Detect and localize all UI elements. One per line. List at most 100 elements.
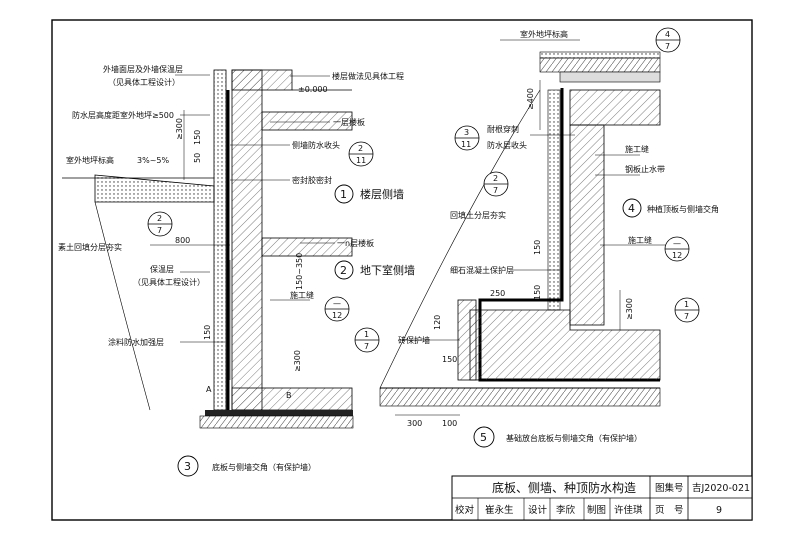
label-waterproof-height: 防水层高度距室外地坪≥500 xyxy=(72,110,174,120)
detail-1-marker: 1 楼层侧墙 xyxy=(334,184,404,204)
svg-text:7: 7 xyxy=(157,226,162,235)
label-coating: 涂料防水加强层 xyxy=(108,337,164,347)
label-protective-note: （见具体工程设计） xyxy=(133,277,205,287)
detail-ref-1-7-left: 1 7 xyxy=(354,327,380,353)
detail-ref-3-11: 3 11 xyxy=(454,125,480,151)
title-block-page-number: 9 xyxy=(716,505,722,516)
svg-text:7: 7 xyxy=(493,186,498,195)
label-protective-layer: 保温层 xyxy=(150,264,174,274)
detail-ref-2-7-left: 2 7 xyxy=(147,211,173,237)
title-block-review-name: 崔永生 xyxy=(485,504,514,516)
svg-text:7: 7 xyxy=(684,312,689,321)
svg-text:4: 4 xyxy=(628,202,635,215)
label-first-floor: 一层楼板 xyxy=(333,117,365,127)
title-block-atlas-label: 图集号 xyxy=(655,482,684,494)
dim-100-bottom: 100 xyxy=(442,419,457,428)
label-facade-note: （见具体工程设计） xyxy=(108,77,180,87)
label-d4-steel-stop: 钢板止水带 xyxy=(625,164,665,174)
label-facade-layer: 外墙面层及外墙保温层 xyxy=(103,64,183,74)
svg-text:11: 11 xyxy=(356,156,366,165)
dim-300-right: ≥300 xyxy=(625,298,634,320)
detail-ref-4-7: 4 7 xyxy=(655,27,681,53)
dim-300-left-lower: ≥300 xyxy=(293,350,302,372)
label-d4-end-cap: 防水层收头 xyxy=(487,140,527,150)
svg-text:5: 5 xyxy=(480,431,487,444)
svg-text:—: — xyxy=(333,299,341,308)
svg-text:2: 2 xyxy=(340,264,347,277)
dim-300-bottom: 300 xyxy=(407,419,422,428)
label-d4-construction-joint: 施工缝 xyxy=(625,144,649,154)
label-floor-layer: 楼层做法见具体工程 xyxy=(332,71,404,81)
dim-250: 250 xyxy=(490,289,505,298)
dim-120: 120 xyxy=(433,315,442,330)
dim-b: B xyxy=(286,391,292,400)
dim-150-right-base: 150 xyxy=(442,355,457,364)
title-block-title: 底板、侧墙、种顶防水构造 xyxy=(492,480,636,495)
svg-text:1: 1 xyxy=(684,300,689,309)
dim-150-right-lower: 150 xyxy=(533,285,542,300)
detail-4-marker: 4 种植顶板与侧墙交角 xyxy=(622,198,719,218)
svg-text:7: 7 xyxy=(665,42,670,51)
title-block-atlas-number: 吉J2020-021 xyxy=(692,483,750,494)
label-d4-root-resistant: 耐根穿刺 xyxy=(487,124,519,134)
detail-ref-2-7-right: 2 7 xyxy=(483,171,509,197)
detail-4-caption: 种植顶板与侧墙交角 xyxy=(647,204,719,214)
dim-800: 800 xyxy=(175,236,190,245)
label-side-wall-end: 侧墙防水收头 xyxy=(292,140,340,150)
detail-3-caption: 底板与侧墙交角（有保护墙） xyxy=(212,462,316,472)
label-outdoor-grade: 室外地坪标高 xyxy=(66,155,114,165)
title-block-review-label: 校对 xyxy=(455,504,475,516)
svg-text:7: 7 xyxy=(364,342,369,351)
dim-150-left-lower: 150 xyxy=(203,325,212,340)
label-d4-backfill: 回填土分层夯实 xyxy=(450,210,506,220)
label-elevation: ±0.000 xyxy=(298,85,328,94)
svg-text:2: 2 xyxy=(358,144,363,153)
detail-2-marker: 2 地下室侧墙 xyxy=(334,260,415,280)
dim-50: 50 xyxy=(193,153,202,163)
detail-3-marker: 3 底板与侧墙交角（有保护墙） xyxy=(177,455,316,477)
svg-text:3: 3 xyxy=(464,128,469,137)
dim-150-right: 150 xyxy=(533,240,542,255)
title-block-draw-name: 许佳琪 xyxy=(614,504,643,516)
label-sealant: 密封胶密封 xyxy=(292,175,332,185)
detail-2-caption: 地下室侧墙 xyxy=(360,263,415,277)
svg-text:11: 11 xyxy=(461,140,471,149)
title-block-design-name: 李欣 xyxy=(556,504,576,516)
label-construction-joint: 施工缝 xyxy=(290,290,314,300)
svg-text:1: 1 xyxy=(340,188,347,201)
label-d4-outdoor-grade: 室外地坪标高 xyxy=(520,29,568,39)
dim-150-350: 150~350 xyxy=(295,253,304,290)
detail-ref-dash-12-right: — 12 xyxy=(664,236,690,262)
label-d5-brick-wall: 砖保护墙 xyxy=(398,335,430,345)
title-block-page-label: 页 号 xyxy=(655,505,684,516)
svg-text:1: 1 xyxy=(364,330,369,339)
title-block-design-label: 设计 xyxy=(528,504,548,516)
detail-1-caption: 楼层侧墙 xyxy=(360,187,404,201)
svg-text:12: 12 xyxy=(332,311,342,320)
detail-ref-2-11: 2 11 xyxy=(348,141,374,167)
detail-5-caption: 基础放台底板与侧墙交角（有保护墙） xyxy=(506,433,642,443)
label-d5-construction-joint: 施工缝 xyxy=(628,235,652,245)
label-n-floor: 一n层楼板 xyxy=(337,238,374,248)
dim-300-left: ≥300 xyxy=(175,118,184,140)
left-wall-detail xyxy=(62,69,354,429)
label-backfill: 素土回填分层夯实 xyxy=(58,242,122,252)
detail-ref-1-7-right: 1 7 xyxy=(674,297,700,323)
sheet-frame xyxy=(51,19,753,521)
detail-ref-dash-12-left: — 12 xyxy=(324,296,350,322)
right-wall-detail xyxy=(379,39,665,416)
svg-text:3: 3 xyxy=(184,460,191,473)
svg-text:2: 2 xyxy=(493,174,498,183)
svg-text:2: 2 xyxy=(157,214,162,223)
dim-150: 150 xyxy=(193,130,202,145)
dim-400: ≥400 xyxy=(526,88,535,110)
svg-text:12: 12 xyxy=(672,251,682,260)
svg-text:—: — xyxy=(673,239,681,248)
dim-a: A xyxy=(206,385,212,394)
detail-5-marker: 5 基础放台底板与侧墙交角（有保护墙） xyxy=(473,426,642,448)
svg-text:4: 4 xyxy=(665,30,670,39)
label-d5-fine-aggregate: 细石混凝土保护层 xyxy=(450,265,514,275)
title-block: 底板、侧墙、种顶防水构造 图集号 吉J2020-021 校对 崔永生 设计 李欣… xyxy=(451,475,753,521)
label-slope: 3%~5% xyxy=(137,156,169,165)
